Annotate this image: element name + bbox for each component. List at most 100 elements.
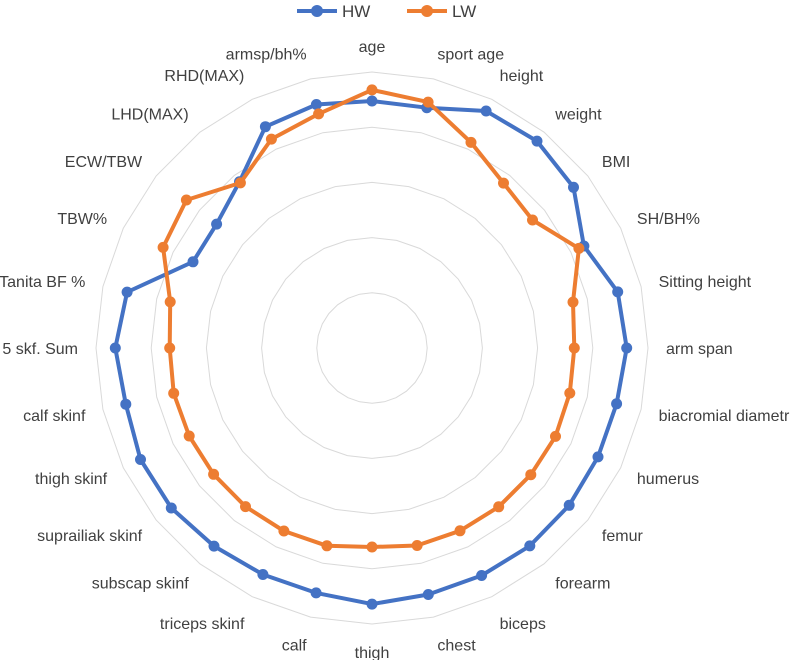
point-hw-triceps-skinf xyxy=(257,569,269,580)
point-hw-calf xyxy=(310,587,322,599)
series-lw xyxy=(157,84,585,553)
point-lw-armsp-bh xyxy=(313,108,325,120)
point-hw-forearm xyxy=(524,540,536,552)
point-lw-tanita-bf xyxy=(164,296,176,308)
grid-ring-5 xyxy=(95,71,649,625)
point-hw-sitting-height xyxy=(612,286,624,298)
category-label-lhd-max: LHD(MAX) xyxy=(111,107,188,124)
point-lw-ecw-tbw xyxy=(180,194,192,206)
legend-label-hw: HW xyxy=(342,2,370,21)
point-hw-age xyxy=(366,95,378,107)
category-label-biacromial-diametr: biacromial diametr xyxy=(659,408,790,425)
point-hw-tbw xyxy=(187,256,199,268)
point-lw-sport-age xyxy=(422,96,434,108)
radar-grid xyxy=(95,71,649,625)
category-label-armsp-bh: armsp/bh% xyxy=(226,46,307,63)
point-lw-5-skf-sum xyxy=(164,342,176,354)
point-lw-triceps-skinf xyxy=(278,525,290,537)
category-label-tbw: TBW% xyxy=(57,211,107,228)
category-label-ecw-tbw: ECW/TBW xyxy=(65,154,143,171)
point-hw-5-skf-sum xyxy=(109,342,121,354)
point-hw-chest xyxy=(422,589,434,600)
category-label-femur: femur xyxy=(602,528,644,545)
point-lw-thigh xyxy=(366,541,378,553)
legend-swatch-marker xyxy=(311,5,323,17)
point-lw-biceps xyxy=(454,525,466,537)
category-label-calf: calf xyxy=(282,638,307,655)
point-lw-calf xyxy=(321,540,333,552)
category-label-height: height xyxy=(500,68,544,85)
point-hw-biceps xyxy=(476,570,488,581)
point-lw-tbw xyxy=(157,241,169,253)
point-lw-lhd-max xyxy=(234,177,246,189)
category-label-chest: chest xyxy=(437,638,476,655)
category-label-tanita-bf: Tanita BF % xyxy=(0,274,85,291)
category-label-thigh-skinf: thigh skinf xyxy=(35,471,108,488)
category-label-thigh: thigh xyxy=(355,645,390,660)
series-hw xyxy=(109,95,633,610)
category-label-subscap-skinf: subscap skinf xyxy=(92,576,189,593)
category-label-sh-bh: SH/BH% xyxy=(637,211,700,228)
category-label-sitting-height: Sitting height xyxy=(659,274,752,291)
category-label-biceps: biceps xyxy=(500,616,546,633)
point-hw-arm-span xyxy=(621,342,633,354)
point-hw-bmi xyxy=(568,181,579,193)
point-lw-thigh-skinf xyxy=(183,430,195,442)
point-lw-biacromial-diametr xyxy=(564,387,576,399)
point-lw-calf-skinf xyxy=(168,387,180,399)
point-hw-thigh xyxy=(366,598,378,610)
legend-item-lw: LW xyxy=(407,2,476,21)
point-hw-ecw-tbw xyxy=(211,218,223,230)
point-hw-subscap-skinf xyxy=(208,540,220,552)
radar-series xyxy=(109,84,633,610)
grid-ring-1 xyxy=(316,292,428,404)
point-lw-rhd-max xyxy=(265,133,277,145)
point-hw-tanita-bf xyxy=(121,286,133,298)
category-label-bmi: BMI xyxy=(602,154,630,171)
point-lw-bmi xyxy=(527,214,538,226)
point-lw-chest xyxy=(411,540,423,551)
grid-ring-2 xyxy=(261,237,483,459)
point-lw-age xyxy=(366,84,378,96)
point-hw-weight xyxy=(531,135,543,147)
point-lw-sh-bh xyxy=(573,242,585,254)
category-label-weight: weight xyxy=(554,107,602,124)
category-label-calf-skinf: calf skinf xyxy=(23,408,86,425)
point-hw-thigh-skinf xyxy=(135,454,146,465)
point-lw-arm-span xyxy=(568,342,580,354)
category-label-sport-age: sport age xyxy=(437,46,504,63)
point-hw-femur xyxy=(563,499,575,511)
grid-ring-4 xyxy=(150,126,594,570)
category-label-humerus: humerus xyxy=(637,471,699,488)
point-lw-forearm xyxy=(493,501,505,513)
category-label-suprailiak-skinf: suprailiak skinf xyxy=(37,528,142,545)
point-hw-calf-skinf xyxy=(120,398,132,410)
point-hw-humerus xyxy=(592,451,604,463)
grid-ring-3 xyxy=(205,181,539,515)
series-line-lw xyxy=(161,87,581,549)
point-lw-suprailiak-skinf xyxy=(208,468,220,480)
category-label-5-skf-sum: 5 skf. Sum xyxy=(2,341,78,358)
point-hw-height xyxy=(480,105,492,117)
category-label-age: age xyxy=(359,39,386,56)
point-lw-height xyxy=(465,136,477,148)
point-lw-weight xyxy=(498,177,509,189)
legend-item-hw: HW xyxy=(297,2,370,21)
point-hw-biacromial-diametr xyxy=(611,398,623,410)
point-lw-femur xyxy=(525,469,537,481)
point-lw-subscap-skinf xyxy=(240,501,251,513)
point-hw-armsp-bh xyxy=(310,99,322,110)
point-lw-humerus xyxy=(550,430,561,442)
category-label-triceps-skinf: triceps skinf xyxy=(160,616,245,633)
series-line-hw xyxy=(113,99,629,607)
point-hw-suprailiak-skinf xyxy=(165,502,177,514)
legend: HW LW xyxy=(297,2,476,21)
category-label-rhd-max: RHD(MAX) xyxy=(164,68,244,85)
point-hw-rhd-max xyxy=(259,121,271,133)
category-label-arm-span: arm span xyxy=(666,341,733,358)
category-label-forearm: forearm xyxy=(555,576,610,593)
legend-label-lw: LW xyxy=(452,2,476,21)
point-lw-sitting-height xyxy=(567,296,579,308)
